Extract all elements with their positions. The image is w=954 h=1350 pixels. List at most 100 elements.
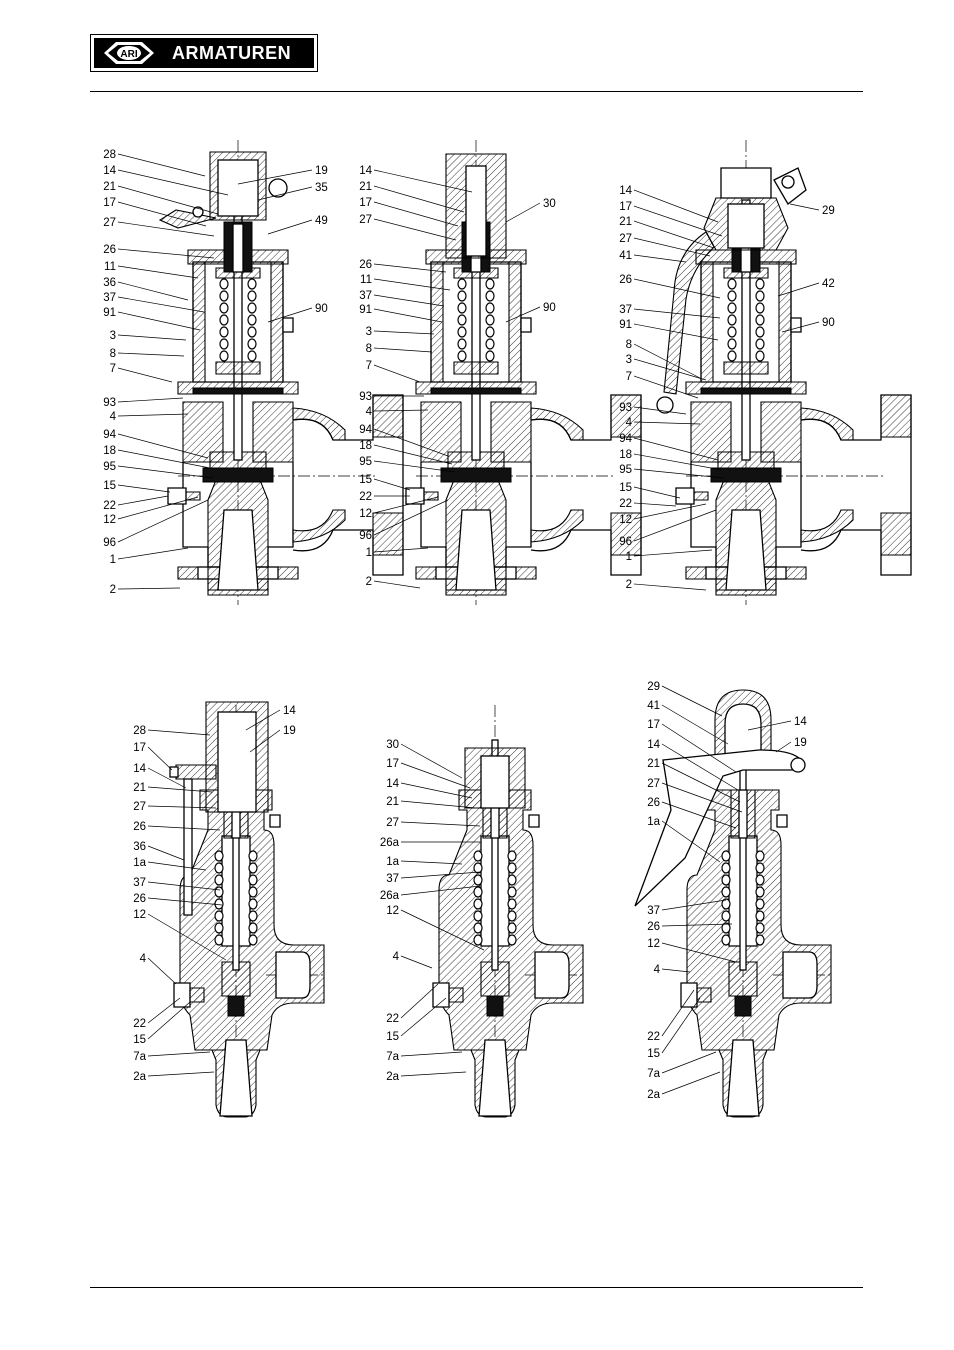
part-number-label: 29 — [822, 205, 835, 217]
spring-coil — [457, 314, 467, 326]
leader-line — [633, 205, 723, 237]
part-number-label: 11 — [360, 274, 372, 286]
spring-coil — [457, 326, 467, 338]
spring-coil — [219, 278, 229, 290]
leader-line — [633, 237, 711, 257]
spring-coil — [214, 850, 224, 862]
outlet-wall-bottom — [530, 509, 584, 543]
leader-line — [505, 306, 541, 323]
part-number-label: 7 — [626, 371, 632, 383]
spring-coil — [727, 314, 737, 326]
leader-line — [661, 704, 729, 745]
part-number-label: 90 — [315, 303, 328, 315]
leader-line — [147, 861, 207, 871]
spring-coil — [755, 922, 765, 934]
part-number-label: 27 — [386, 817, 399, 829]
part-number-label: 18 — [359, 440, 372, 452]
part-number-label: 27 — [619, 233, 632, 245]
figure-top-middle: 1421172726113791387934941895152212961230… — [359, 140, 642, 605]
leader-line — [147, 1001, 191, 1040]
part-number-label: 22 — [103, 500, 116, 512]
leader-line — [400, 983, 439, 1019]
leader-line — [661, 997, 701, 1054]
leader-line — [147, 913, 227, 961]
spring-coil — [727, 338, 737, 350]
spring-coil — [248, 874, 258, 886]
part-number-label: 91 — [359, 304, 372, 316]
lever-pin-head — [169, 766, 179, 778]
spring-coil — [507, 910, 517, 922]
part-number-label: 22 — [386, 1013, 399, 1025]
part-number-label: 36 — [133, 841, 146, 853]
leader-line — [237, 169, 313, 185]
spring-coil — [755, 910, 765, 922]
leader-line — [373, 364, 421, 383]
outlet-thread — [534, 951, 570, 999]
leader-line — [249, 729, 281, 753]
spring-coil — [457, 302, 467, 314]
leader-line — [661, 968, 691, 973]
part-number-label: 35 — [315, 182, 328, 194]
spring-coil — [755, 886, 765, 898]
part-number-label: 90 — [543, 302, 556, 314]
leader-line — [661, 723, 737, 773]
leader-line — [373, 499, 449, 536]
cap-inner — [724, 703, 762, 759]
leader-line — [633, 358, 707, 381]
part-number-label: 3 — [110, 330, 116, 342]
leader-line — [373, 294, 445, 307]
part-number-label: 17 — [133, 742, 146, 754]
locking-screw — [167, 487, 187, 505]
spring-coil — [721, 862, 731, 874]
ari-logo-icon: ARI — [104, 42, 154, 64]
part-number-label: 2a — [386, 1071, 399, 1083]
spring-coil — [219, 326, 229, 338]
leader-line — [117, 201, 207, 227]
part-number-label: 95 — [359, 456, 372, 468]
page-header: ARI ARMATUREN — [0, 0, 954, 100]
part-number-label: 94 — [359, 424, 372, 436]
part-number-label: 1a — [386, 856, 399, 868]
logo-text: ARMATUREN — [172, 42, 292, 63]
figure-top-right: 1417212741263791837934941895152212961229… — [619, 140, 912, 605]
spring-coil — [485, 350, 495, 362]
leader-line — [789, 203, 820, 211]
part-number-label: 7 — [110, 363, 116, 375]
gasket — [700, 387, 792, 395]
leader-line — [117, 397, 184, 403]
part-number-label: 21 — [619, 216, 632, 228]
leader-line — [505, 202, 541, 223]
part-number-label: 14 — [386, 778, 399, 790]
screw-stem — [693, 491, 709, 501]
outlet-wall-top — [292, 407, 346, 441]
spring-coil — [721, 922, 731, 934]
spring-coil — [248, 922, 258, 934]
leader-line — [117, 547, 189, 560]
part-number-label: 27 — [359, 214, 372, 226]
locking-screw — [432, 982, 450, 1008]
outlet-thread — [782, 951, 818, 999]
leader-line — [661, 685, 723, 717]
part-number-label: 26 — [647, 797, 660, 809]
lever-knob — [656, 396, 674, 414]
spring-coil — [247, 278, 257, 290]
seat — [227, 995, 245, 1017]
spring-coil — [507, 862, 517, 874]
part-number-label: 4 — [366, 406, 373, 418]
part-number-label: 14 — [794, 716, 807, 728]
leader-line — [117, 169, 229, 196]
leader-line — [147, 746, 173, 771]
spring-coil — [473, 922, 483, 934]
outlet-wall-top — [530, 407, 584, 441]
spring-coil — [721, 874, 731, 886]
spring-coil — [214, 898, 224, 910]
leader-line — [117, 265, 199, 279]
part-number-label: 15 — [647, 1048, 660, 1060]
screw-thread — [189, 987, 205, 1003]
spring-coil — [248, 910, 258, 922]
part-number-label: 7a — [133, 1051, 146, 1063]
leader-line — [400, 800, 477, 809]
